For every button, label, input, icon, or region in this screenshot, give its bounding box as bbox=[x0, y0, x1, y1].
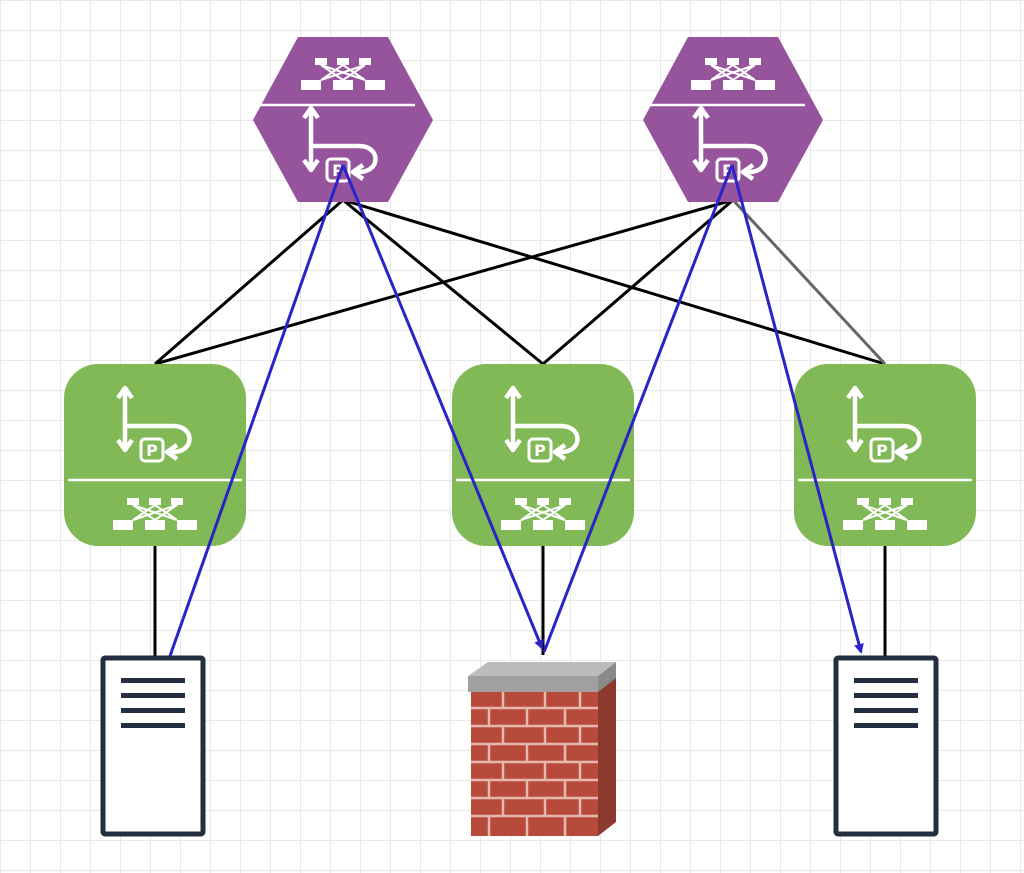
leaf-switch-1[interactable] bbox=[64, 364, 246, 546]
flow-spine2-to-server2 bbox=[730, 164, 864, 654]
spine-switch-1[interactable] bbox=[253, 37, 433, 202]
downlinks bbox=[153, 545, 887, 658]
spine-switch-2[interactable] bbox=[643, 37, 823, 202]
link-leaf2-spine1 bbox=[342, 198, 544, 366]
traffic-flow bbox=[168, 164, 864, 657]
firewall-icon[interactable] bbox=[468, 662, 616, 836]
link-leaf2-spine2 bbox=[542, 198, 734, 366]
firewall-cap-front bbox=[468, 676, 598, 692]
firewall-cap-side bbox=[598, 662, 616, 692]
link-leaf1-spine1 bbox=[154, 198, 344, 366]
server-2-icon[interactable] bbox=[836, 658, 936, 834]
spine-hexagon bbox=[643, 37, 823, 202]
firewall-cap-top bbox=[468, 662, 616, 676]
flow-server1-to-spine1 bbox=[168, 164, 345, 657]
firewall-side bbox=[598, 676, 616, 836]
uplinks bbox=[154, 198, 887, 366]
spine-hexagon bbox=[253, 37, 433, 202]
leaf-switch-2[interactable] bbox=[452, 364, 634, 546]
flow-firewall-to-spine2 bbox=[542, 164, 734, 653]
leaf-switch-3[interactable] bbox=[794, 364, 976, 546]
link-leaf3-spine1 bbox=[342, 198, 886, 366]
flow-spine1-to-firewall bbox=[341, 164, 544, 650]
server-1-icon[interactable] bbox=[103, 658, 203, 834]
link-leaf3-spine2 bbox=[731, 198, 887, 366]
brick-rows bbox=[471, 690, 598, 836]
